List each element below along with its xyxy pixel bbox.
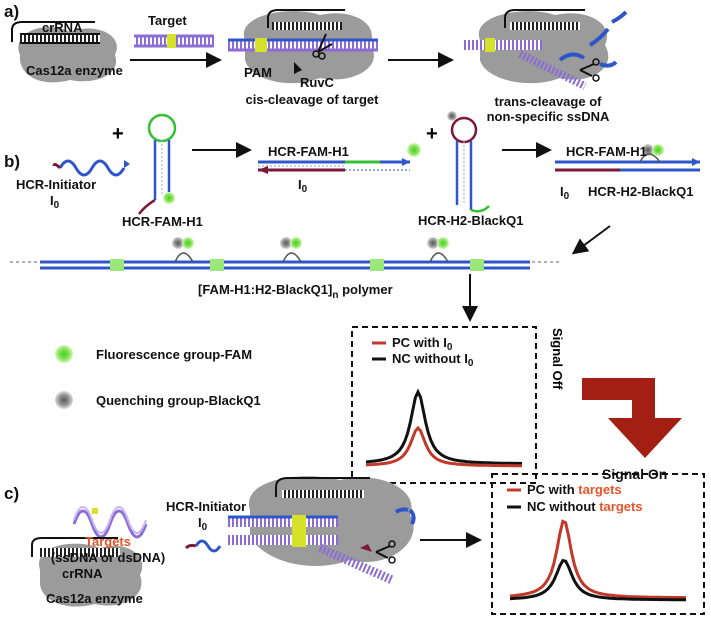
cas12a-label-c: Cas12a enzyme bbox=[46, 591, 143, 606]
signal-box-b bbox=[351, 326, 537, 484]
cas12a-enzyme-icon-c1 bbox=[31, 537, 143, 607]
initiator-strand-icon bbox=[58, 159, 126, 177]
h1-hairpin-icon bbox=[138, 113, 177, 215]
panel-label-a: a) bbox=[4, 2, 20, 21]
trans-cleavage-label-2: non-specific ssDNA bbox=[486, 109, 610, 124]
targets-wave-icon bbox=[72, 509, 148, 539]
signal-box-c bbox=[491, 473, 705, 615]
curve-nc-c bbox=[509, 558, 686, 602]
cis-cleavage-label: cis-cleavage of target bbox=[245, 92, 379, 107]
crrna-label-c: crRNA bbox=[62, 566, 103, 581]
h1-label-b1: HCR-FAM-H1 bbox=[122, 214, 203, 229]
i0-label-b2: I0 bbox=[298, 177, 308, 196]
panel-label-c: c) bbox=[4, 484, 20, 503]
i0-label-b1: I0 bbox=[50, 193, 60, 212]
nc-legend-c: NC without targets bbox=[527, 499, 643, 514]
panel-label-b: b) bbox=[4, 152, 21, 171]
cas12a-enzyme-icon-a1 bbox=[11, 21, 117, 83]
cas12a-label-a: Cas12a enzyme bbox=[26, 63, 123, 78]
target-dna-icon bbox=[134, 34, 214, 48]
cas12a-active-complex-icon bbox=[228, 476, 416, 585]
fam-legend-label: Fluorescence group-FAM bbox=[96, 347, 253, 362]
quencher-legend-icon bbox=[55, 391, 73, 409]
h2-label-b1: HCR-H2-BlackQ1 bbox=[418, 213, 524, 228]
h1-label-b3: HCR-FAM-H1 bbox=[566, 144, 647, 159]
curve-pc-b bbox=[365, 425, 522, 468]
targets-label: Targets bbox=[85, 534, 131, 549]
curve-pc-c bbox=[509, 519, 686, 600]
trans-cleavage-label-1: trans-cleavage of bbox=[494, 94, 602, 109]
ruvc-label: RuvC bbox=[300, 75, 334, 90]
h1-label-b2: HCR-FAM-H1 bbox=[268, 144, 349, 159]
crrna-label-a: crRNA bbox=[42, 20, 83, 35]
pc-legend-b: PC with I0 bbox=[392, 335, 453, 354]
target-label: Target bbox=[148, 13, 187, 28]
signal-on-label: Signal On bbox=[602, 466, 668, 482]
targets-sub-label: (ssDNA or dsDNA) bbox=[50, 550, 166, 565]
fam-legend-icon bbox=[55, 345, 73, 363]
plus-sign-2: + bbox=[426, 123, 438, 145]
arrow-b3 bbox=[571, 225, 611, 255]
cas12a-bound-complex-icon bbox=[228, 9, 378, 84]
nc-legend-b: NC without I0 bbox=[392, 351, 474, 370]
pam-label: PAM bbox=[244, 65, 272, 80]
curve-nc-b bbox=[365, 388, 523, 465]
pc-legend-c: PC with targets bbox=[527, 482, 622, 497]
i0-label-b3: I0 bbox=[560, 184, 570, 203]
h2-label-b2: HCR-H2-BlackQ1 bbox=[588, 184, 694, 199]
h1-h2-duplex-icon bbox=[555, 144, 700, 172]
h1-initiator-duplex-icon bbox=[258, 143, 421, 174]
initiator-label-c: HCR-Initiator bbox=[166, 499, 247, 514]
i0-label-c: I0 bbox=[198, 515, 208, 534]
polymer-label: [FAM-H1:H2-BlackQ1]n polymer bbox=[198, 282, 393, 302]
cas12a-trans-cleavage-icon bbox=[462, 9, 628, 90]
plus-sign-1: + bbox=[112, 123, 124, 145]
quencher-legend-label: Quenching group-BlackQ1 bbox=[96, 393, 261, 408]
initiator-label-b: HCR-Initiator bbox=[16, 177, 97, 192]
hcr-polymer-icon bbox=[10, 237, 560, 271]
signal-switch-arrow-icon bbox=[582, 378, 682, 458]
initiator-strand-icon-c bbox=[194, 539, 222, 553]
signal-off-label: Signal Off bbox=[550, 328, 565, 390]
h2-hairpin-icon bbox=[447, 111, 490, 213]
